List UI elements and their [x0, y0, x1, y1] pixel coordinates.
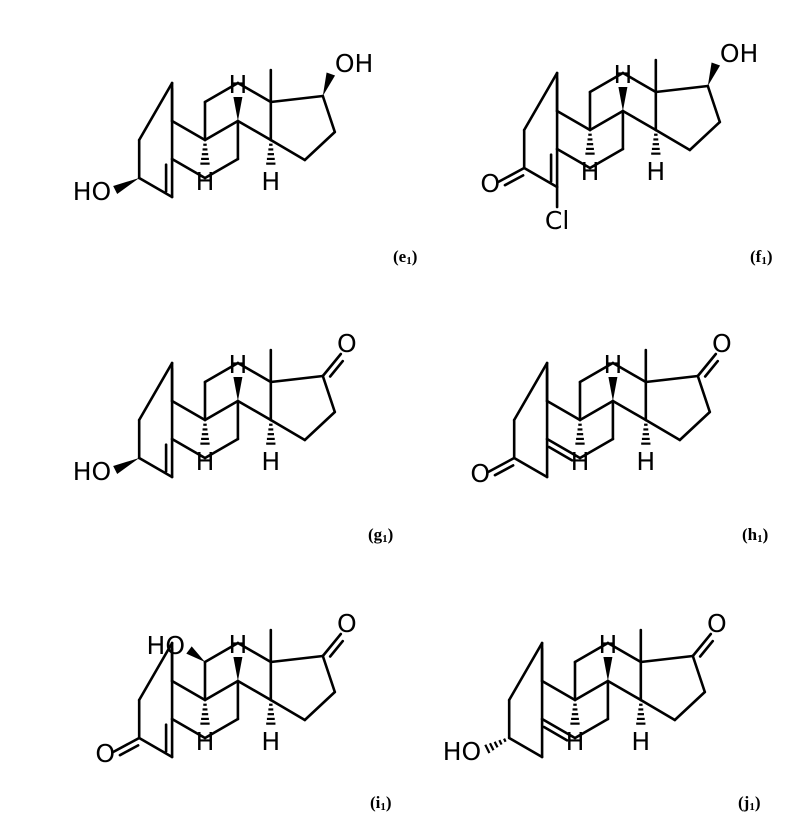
h-9-label: H	[581, 157, 600, 186]
h-8-wedge-bond	[233, 97, 243, 121]
h-14-hash-bond	[266, 143, 276, 165]
h-14-label: H	[631, 727, 650, 756]
oxo-17-label: O	[337, 609, 357, 638]
h-8-wedge-bond	[233, 377, 243, 401]
h-14-label: H	[261, 727, 280, 756]
hydroxyl-17-wedge-bond	[322, 72, 336, 96]
panel-label-g1: (g1)	[368, 525, 393, 545]
h-8-wedge-bond	[603, 657, 613, 681]
hydroxyl-11-wedge-bond	[186, 646, 205, 662]
h-8-wedge-bond	[608, 377, 618, 401]
h-8-label: H	[229, 630, 248, 659]
hydroxyl-17-wedge-bond	[707, 62, 721, 86]
h-9-hash-bond	[570, 703, 580, 725]
panel-label-h1: (h1)	[742, 525, 768, 545]
h-8-label: H	[614, 60, 633, 89]
h-14-hash-bond	[641, 423, 651, 445]
structure-f1: H H H OH O Cl (f1)	[480, 39, 772, 267]
oxo-3-label: O	[470, 459, 490, 488]
hydroxyl-3-hash-bond	[484, 738, 507, 754]
hydroxyl-17-label: OH	[335, 49, 373, 78]
h-9-label: H	[566, 727, 585, 756]
panel-label-f1: (f1)	[750, 247, 773, 267]
h-9-hash-bond	[200, 703, 210, 725]
structure-h1: H H H O O (h1)	[470, 329, 768, 545]
panel-label-i1: (i1)	[370, 793, 392, 813]
oxo-3-label: O	[95, 739, 115, 768]
h-8-label: H	[599, 630, 618, 659]
h-14-hash-bond	[636, 703, 646, 725]
h-14-hash-bond	[266, 423, 276, 445]
h-8-wedge-bond	[618, 87, 628, 111]
h-14-label: H	[646, 157, 665, 186]
oxo-17-label: O	[707, 609, 727, 638]
oxo-3-label: O	[480, 169, 500, 198]
panel-label-j1: (j1)	[738, 793, 761, 813]
h-8-label: H	[604, 350, 623, 379]
hydroxyl-11-label: HO	[147, 631, 185, 660]
hydroxyl-3-label: HO	[443, 737, 481, 766]
h-9-hash-bond	[200, 423, 210, 445]
h-8-label: H	[229, 70, 248, 99]
structure-e1: H H H OH HO (e1)	[73, 49, 418, 267]
h-9-hash-bond	[575, 423, 585, 445]
hydroxyl-3-wedge-bond	[113, 178, 140, 195]
h-8-label: H	[229, 350, 248, 379]
hydroxyl-3-label: HO	[73, 457, 111, 486]
oxo-17-label: O	[712, 329, 732, 358]
h-14-hash-bond	[266, 703, 276, 725]
h-9-label: H	[571, 447, 590, 476]
h-14-label: H	[636, 447, 655, 476]
h-14-label: H	[261, 167, 280, 196]
hydroxyl-3-label: HO	[73, 177, 111, 206]
h-8-wedge-bond	[233, 657, 243, 681]
h-14-hash-bond	[651, 133, 661, 155]
hydroxyl-17-label: OH	[720, 39, 758, 68]
h-9-label: H	[196, 727, 215, 756]
h-14-label: H	[261, 447, 280, 476]
oxo-17-label: O	[337, 329, 357, 358]
panel-label-e1: (e1)	[393, 247, 417, 267]
chloro-4-label: Cl	[545, 206, 569, 235]
hydroxyl-3-wedge-bond	[113, 458, 140, 475]
h-9-label: H	[196, 447, 215, 476]
h-9-hash-bond	[200, 143, 210, 165]
h-9-hash-bond	[585, 133, 595, 155]
h-9-label: H	[196, 167, 215, 196]
